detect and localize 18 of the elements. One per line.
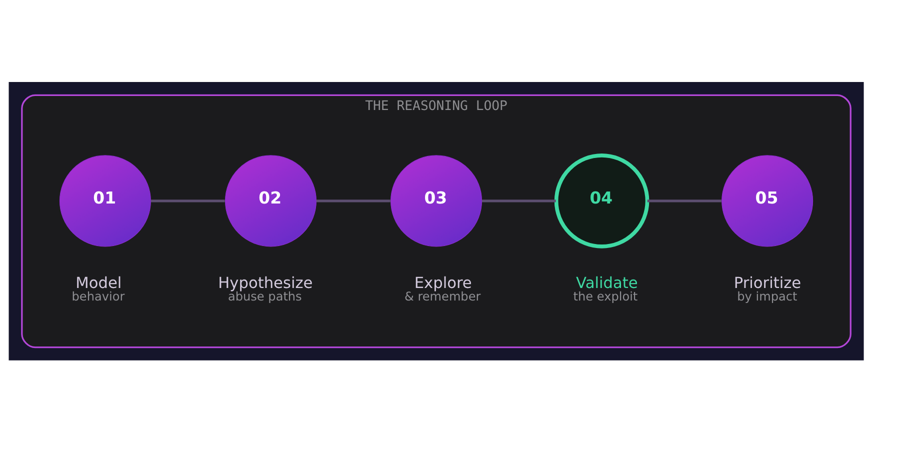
node-label: by impact — [737, 289, 798, 304]
connector — [482, 200, 556, 202]
node-label: Explore — [414, 274, 472, 292]
node-circle: 01 — [59, 155, 151, 247]
connector — [316, 200, 390, 202]
node-label: Model — [76, 274, 122, 292]
node-label: Validate — [576, 274, 638, 292]
node-label: Hypothesize — [218, 274, 313, 292]
node-label: Prioritize — [734, 274, 802, 292]
node-label: the exploit — [573, 289, 638, 304]
node-label: behavior — [72, 289, 125, 304]
connector — [150, 200, 225, 202]
node-circle: 05 — [722, 155, 814, 247]
node-circle: 04 — [554, 154, 650, 248]
node-circle: 03 — [390, 155, 482, 247]
node-label: & remember — [404, 289, 481, 304]
connector — [647, 200, 722, 202]
node-circle: 02 — [224, 155, 316, 247]
